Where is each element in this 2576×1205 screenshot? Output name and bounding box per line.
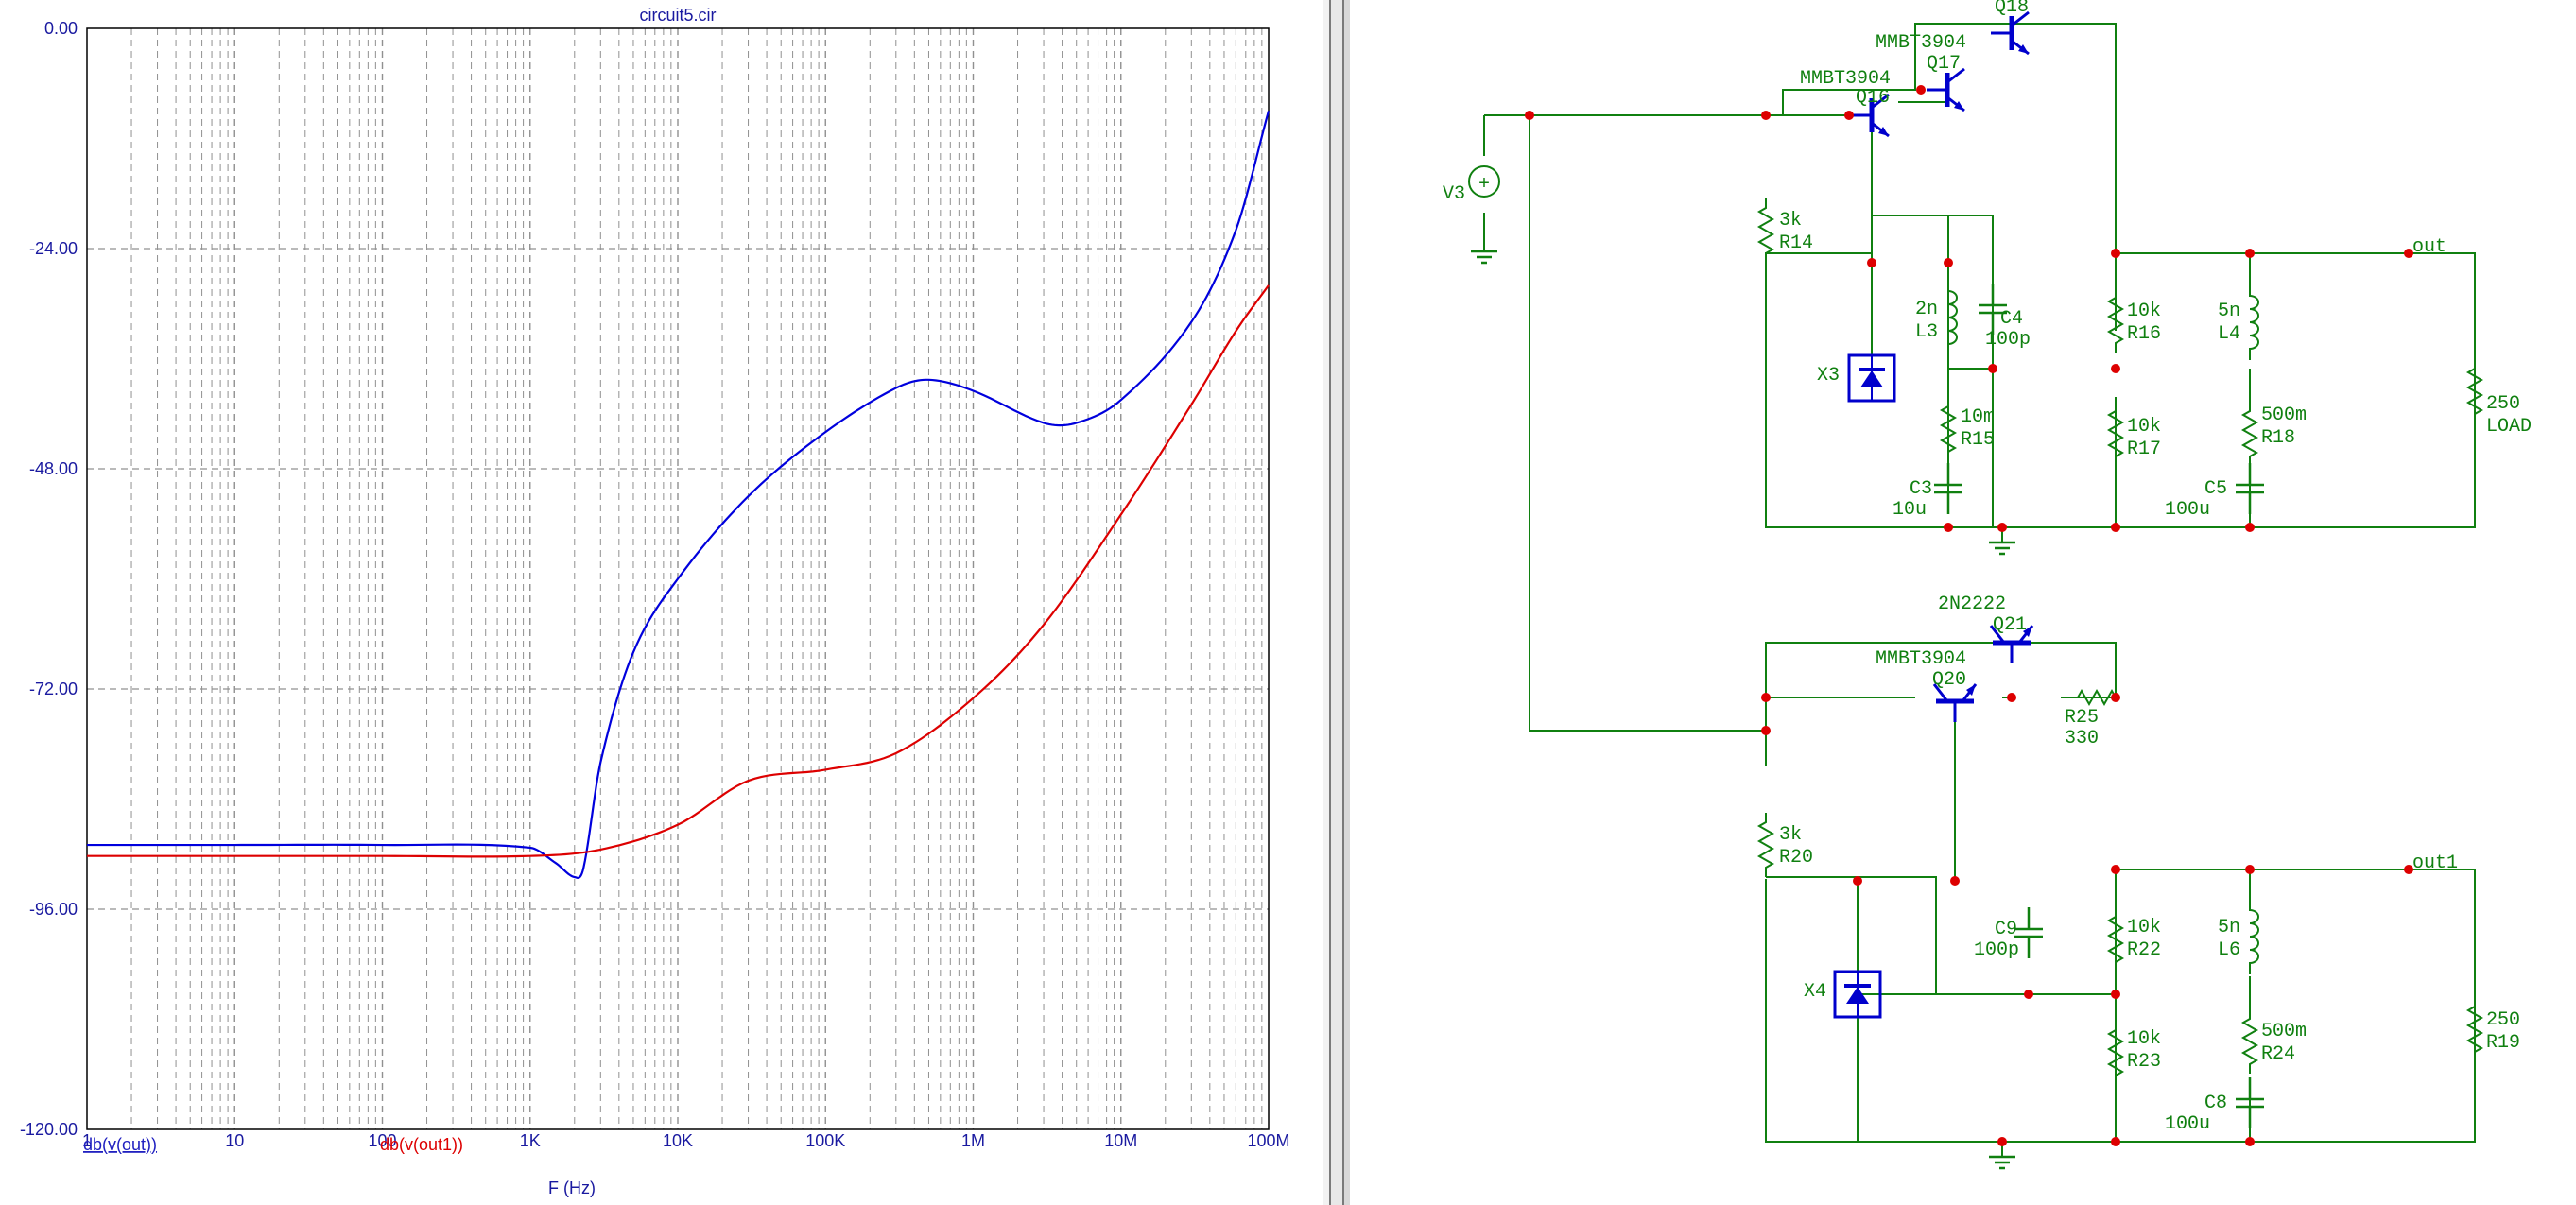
label-q16: Q16 xyxy=(1856,87,1890,109)
label-c9: C9 xyxy=(1995,919,2017,940)
label-r24-value: 500m xyxy=(2261,1021,2307,1042)
label-l3-value: 2n xyxy=(1915,299,1938,320)
panel-splitter[interactable] xyxy=(1323,0,1350,1205)
series-line-out xyxy=(87,111,1271,879)
label-c9-value: 100p xyxy=(1974,939,2019,961)
label-r19: R19 xyxy=(2486,1032,2520,1054)
label-c5-value: 100u xyxy=(2165,499,2210,521)
legend-entry-out1[interactable]: db(v(out1)) xyxy=(380,1135,463,1154)
schematic-components: + xyxy=(1468,12,2482,1170)
label-r25: R25 xyxy=(2065,707,2099,729)
label-q21: Q21 xyxy=(1993,614,2027,636)
label-q17-model: MMBT3904 xyxy=(1876,32,1966,54)
y-tick-label: 0.00 xyxy=(44,19,78,38)
label-l6-value: 5n xyxy=(2218,917,2240,938)
label-r23: R23 xyxy=(2127,1051,2161,1073)
label-x3: X3 xyxy=(1817,365,1840,387)
label-c8: C8 xyxy=(2204,1093,2227,1114)
x-tick-label: 10 xyxy=(225,1131,244,1150)
label-q20: Q20 xyxy=(1932,669,1966,691)
label-l6: L6 xyxy=(2218,939,2240,961)
schematic-labels: Q18 MMBT3904 Q17 MMBT3904 Q16 V3 3k R14 … xyxy=(1443,0,2532,1135)
y-tick-label: -120.00 xyxy=(20,1120,78,1139)
plot-series xyxy=(87,111,1271,879)
x-tick-label: 1K xyxy=(520,1131,541,1150)
label-out: out xyxy=(2412,236,2446,258)
label-load: LOAD xyxy=(2486,416,2532,438)
label-q16-model: MMBT3904 xyxy=(1800,68,1891,90)
label-r19-value: 250 xyxy=(2486,1009,2520,1031)
label-l4: L4 xyxy=(2218,323,2240,345)
schematic-panel[interactable]: + xyxy=(1350,0,2576,1205)
label-q18: Q18 xyxy=(1995,0,2029,18)
label-r16: R16 xyxy=(2127,323,2161,345)
label-c8-value: 100u xyxy=(2165,1113,2210,1135)
label-v3: V3 xyxy=(1443,183,1465,205)
plot-frame xyxy=(86,27,1270,1130)
schematic-canvas[interactable]: + xyxy=(1350,0,2576,1205)
label-q21-model: 2N2222 xyxy=(1938,594,2006,615)
label-q20-model: MMBT3904 xyxy=(1876,648,1966,670)
label-c4-value: 100p xyxy=(1985,329,2031,351)
label-r18-value: 500m xyxy=(2261,405,2307,426)
x-tick-label: 1M xyxy=(961,1131,985,1150)
label-r22: R22 xyxy=(2127,939,2161,961)
axis-ticks: 0.00 -24.00 -48.00 -72.00 -96.00 -120.001 10 10… xyxy=(20,19,1290,1150)
label-r25-value: 330 xyxy=(2065,728,2099,749)
label-r24: R24 xyxy=(2261,1043,2295,1065)
y-tick-label: -96.00 xyxy=(29,900,78,919)
plot-grid xyxy=(87,28,1269,1129)
schematic-wires xyxy=(1483,23,2476,1143)
label-r18: R18 xyxy=(2261,427,2295,449)
label-c3-value: 10u xyxy=(1893,499,1927,521)
label-r20: R20 xyxy=(1779,847,1813,869)
label-c5: C5 xyxy=(2204,478,2227,500)
label-r16-value: 10k xyxy=(2127,301,2161,322)
waveform-plot[interactable]: 0.00 -24.00 -48.00 -72.00 -96.00 -120.001 10 10… xyxy=(0,0,1323,1205)
x-tick-label: 100 xyxy=(368,1131,396,1150)
label-out1: out1 xyxy=(2412,852,2458,874)
label-r14-value: 3k xyxy=(1779,210,1802,232)
y-tick-label: -24.00 xyxy=(29,239,78,258)
label-c4: C4 xyxy=(2000,308,2023,330)
svg-text:+: + xyxy=(1478,174,1490,196)
label-l3: L3 xyxy=(1915,321,1938,343)
label-c3: C3 xyxy=(1910,478,1932,500)
label-r17-value: 10k xyxy=(2127,416,2161,438)
label-x4: X4 xyxy=(1804,981,1826,1003)
label-r15-value: 10m xyxy=(1961,406,1995,428)
x-tick-label: 10K xyxy=(663,1131,693,1150)
x-tick-label: 100K xyxy=(805,1131,845,1150)
series-line-out1 xyxy=(87,284,1270,858)
schematic-junctions xyxy=(1525,85,2413,1146)
y-tick-label: -48.00 xyxy=(29,459,78,478)
label-r15: R15 xyxy=(1961,429,1995,451)
label-l4-value: 5n xyxy=(2218,301,2240,322)
x-tick-label: 10M xyxy=(1104,1131,1137,1150)
legend-entry-out[interactable]: db(v(out)) xyxy=(83,1135,157,1154)
label-q17: Q17 xyxy=(1927,53,1961,75)
label-r14: R14 xyxy=(1779,232,1813,254)
x-tick-label: 1 xyxy=(82,1131,92,1150)
label-r23-value: 10k xyxy=(2127,1028,2161,1050)
plot-title: circuit5.cir xyxy=(639,6,716,25)
x-tick-label: 100M xyxy=(1247,1131,1289,1150)
y-tick-label: -72.00 xyxy=(29,680,78,698)
x-axis-label: F (Hz) xyxy=(548,1179,596,1197)
label-load-value: 250 xyxy=(2486,393,2520,415)
label-r22-value: 10k xyxy=(2127,917,2161,938)
label-r20-value: 3k xyxy=(1779,824,1802,846)
label-r17: R17 xyxy=(2127,439,2161,460)
